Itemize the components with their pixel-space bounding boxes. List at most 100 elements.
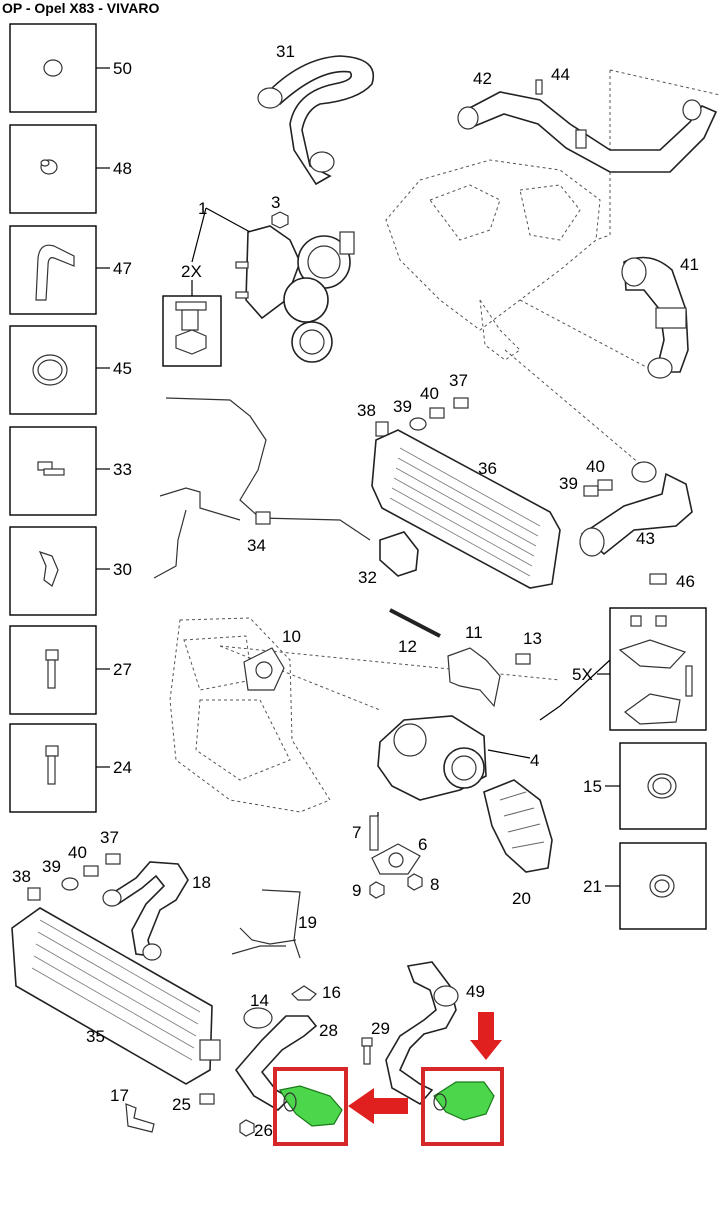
callout-4: 4 <box>530 751 539 770</box>
bolt-13[interactable] <box>515 653 531 665</box>
sensor-32[interactable] <box>379 531 419 577</box>
hose-41[interactable] <box>621 256 689 379</box>
bracket-11[interactable] <box>447 647 501 708</box>
callout-5x: 5X <box>572 665 593 684</box>
hose-49[interactable] <box>385 961 459 1106</box>
callout-20: 20 <box>512 889 531 908</box>
svg-text:45: 45 <box>113 359 132 378</box>
side-part-box-30[interactable]: 30 <box>9 526 132 616</box>
turbo-upper[interactable] <box>235 225 355 363</box>
engine-outline-upper <box>385 69 720 361</box>
right-part-box-21[interactable]: 21 <box>583 842 707 930</box>
callout-7: 7 <box>352 823 361 842</box>
callout-12: 12 <box>398 637 417 656</box>
callout-34: 34 <box>247 536 266 555</box>
bracket-icon <box>38 551 59 587</box>
hose-18[interactable] <box>102 861 189 961</box>
callout-41: 41 <box>680 255 699 274</box>
callout-13: 13 <box>523 629 542 648</box>
right-part-box-15[interactable]: 15 <box>583 742 707 830</box>
callout-40-lower: 40 <box>68 843 87 862</box>
clamp-14[interactable] <box>243 1007 273 1029</box>
side-part-box-45[interactable]: 45 <box>9 325 132 415</box>
side-part-box-48[interactable]: 48 <box>9 124 132 214</box>
svg-text:24: 24 <box>113 758 132 777</box>
callout-38-upper: 38 <box>357 401 376 420</box>
nut-9[interactable] <box>369 881 385 899</box>
hose-31[interactable] <box>257 55 375 186</box>
turbo-lower[interactable] <box>377 715 487 801</box>
callout-17: 17 <box>110 1086 129 1105</box>
highlighted-hose-left[interactable] <box>279 1085 343 1127</box>
pipe-19[interactable] <box>231 889 301 959</box>
bracket-16[interactable] <box>291 985 317 1001</box>
callout-40-upper: 40 <box>420 384 439 403</box>
bolt-29[interactable] <box>361 1037 373 1065</box>
bolt-icon <box>45 745 59 757</box>
gasket-10[interactable] <box>243 647 285 691</box>
callout-42: 42 <box>473 69 492 88</box>
intercooler-35[interactable] <box>11 907 221 1085</box>
callout-10: 10 <box>282 627 301 646</box>
fasteners-upper[interactable] <box>375 397 469 437</box>
side-part-box-50[interactable]: 50 <box>9 23 132 113</box>
arrow-down <box>470 1012 502 1060</box>
stud-box[interactable] <box>162 295 222 367</box>
callout-31: 31 <box>276 42 295 61</box>
callout-labels: 1 2X 3 31 42 44 41 38 39 40 37 36 39 40 … <box>12 42 699 1140</box>
highlighted-hose-right[interactable] <box>433 1081 495 1121</box>
fasteners-lower[interactable] <box>27 853 121 901</box>
callout-35: 35 <box>86 1027 105 1046</box>
side-part-box-27[interactable]: 27 <box>9 625 132 715</box>
svg-text:30: 30 <box>113 560 132 579</box>
bolt-12[interactable] <box>389 608 441 638</box>
engine-outline-lower <box>169 617 331 813</box>
nut-8[interactable] <box>407 873 423 891</box>
bolt-25[interactable] <box>199 1093 215 1105</box>
nut-26[interactable] <box>239 1119 255 1137</box>
bolt-46[interactable] <box>649 573 667 585</box>
svg-text:27: 27 <box>113 660 132 679</box>
side-part-box-33[interactable]: 33 <box>9 426 132 516</box>
hose-20[interactable] <box>483 779 553 873</box>
callout-32: 32 <box>358 568 377 587</box>
bracket-17[interactable] <box>125 1103 155 1133</box>
callout-39-upper: 39 <box>393 397 412 416</box>
svg-text:50: 50 <box>113 59 132 78</box>
callout-25: 25 <box>172 1095 191 1114</box>
o-ring-icon <box>43 59 63 77</box>
callout-49: 49 <box>466 982 485 1001</box>
callout-28: 28 <box>319 1021 338 1040</box>
hose-42[interactable] <box>457 79 718 173</box>
arrow-left <box>348 1088 408 1124</box>
callout-37-lower: 37 <box>100 828 119 847</box>
gasket-6[interactable] <box>371 843 421 875</box>
highlight-box-right <box>421 1067 504 1146</box>
callout-43: 43 <box>636 529 655 548</box>
pipe-34[interactable] <box>153 397 371 579</box>
callout-39-right: 39 <box>559 474 578 493</box>
callout-9: 9 <box>352 881 361 900</box>
callout-19: 19 <box>298 913 317 932</box>
svg-text:33: 33 <box>113 460 132 479</box>
intercooler-36[interactable] <box>371 429 561 589</box>
side-part-box-24[interactable]: 24 <box>9 723 132 813</box>
dashed-leaders <box>219 299 649 711</box>
callout-2x: 2X <box>181 262 202 281</box>
hose-28[interactable] <box>234 1015 318 1112</box>
nut-3[interactable] <box>271 211 289 229</box>
hose-43[interactable] <box>579 461 693 557</box>
gasket-box[interactable] <box>609 607 707 731</box>
callout-16: 16 <box>322 983 341 1002</box>
stud-7[interactable] <box>369 815 379 851</box>
callout-40-right: 40 <box>586 457 605 476</box>
callout-29: 29 <box>371 1019 390 1038</box>
callout-14: 14 <box>250 991 269 1010</box>
callout-11: 11 <box>465 623 483 642</box>
svg-text:48: 48 <box>113 159 132 178</box>
callout-37-upper: 37 <box>449 371 468 390</box>
side-part-box-47[interactable]: 47 <box>9 225 132 315</box>
callout-8: 8 <box>430 875 439 894</box>
hose-icon <box>35 244 75 301</box>
